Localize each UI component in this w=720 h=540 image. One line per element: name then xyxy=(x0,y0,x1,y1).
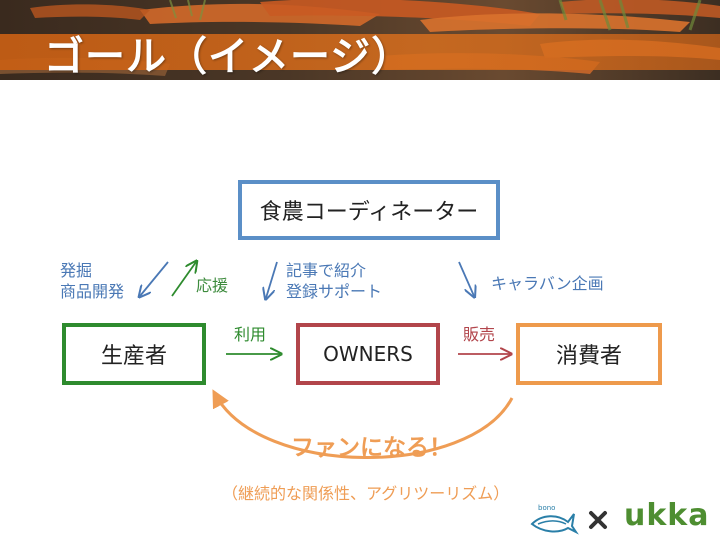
arrow-coordinator-to-consumer xyxy=(458,261,474,296)
arrow-producer-to-coordinator xyxy=(171,262,196,297)
discover-label-line2: 商品開発 xyxy=(60,282,125,301)
become-fans-label: ファンになる！ xyxy=(291,435,452,461)
consumer-box: 消費者 xyxy=(516,323,662,385)
producer-box: 生産者 xyxy=(62,323,206,385)
ukka-logo: ukka xyxy=(624,498,710,533)
header-banner: ゴール（イメージ） xyxy=(0,0,720,80)
sell-label: 販売 xyxy=(463,325,496,344)
bono-logo-text: bono xyxy=(538,504,556,512)
page-title: ゴール（イメージ） xyxy=(44,34,413,80)
support-label: 応援 xyxy=(196,276,229,295)
relationship-label: （継続的な関係性、アグリツーリズム） xyxy=(222,484,510,503)
arrow-coordinator-to-producer xyxy=(140,261,169,296)
discover-label: 発掘 商品開発 xyxy=(60,260,124,302)
article-label-line1: 記事で紹介 xyxy=(286,261,367,280)
article-label-line2: 登録サポート xyxy=(286,282,383,301)
partner-logos xyxy=(530,511,607,535)
caravan-label: キャラバン企画 xyxy=(491,274,604,293)
article-label: 記事で紹介 登録サポート xyxy=(286,260,382,302)
arrow-coordinator-to-owners xyxy=(266,261,278,298)
owners-box: OWNERS xyxy=(296,323,440,385)
title-band xyxy=(0,34,720,70)
use-label: 利用 xyxy=(234,325,267,344)
discover-label-line1: 発掘 xyxy=(60,261,93,280)
food-agri-coordinator-box: 食農コーディネーター xyxy=(238,180,500,240)
bono-logo xyxy=(530,513,579,535)
curve-consumer-to-producer xyxy=(212,389,514,459)
cross-icon xyxy=(589,511,607,529)
